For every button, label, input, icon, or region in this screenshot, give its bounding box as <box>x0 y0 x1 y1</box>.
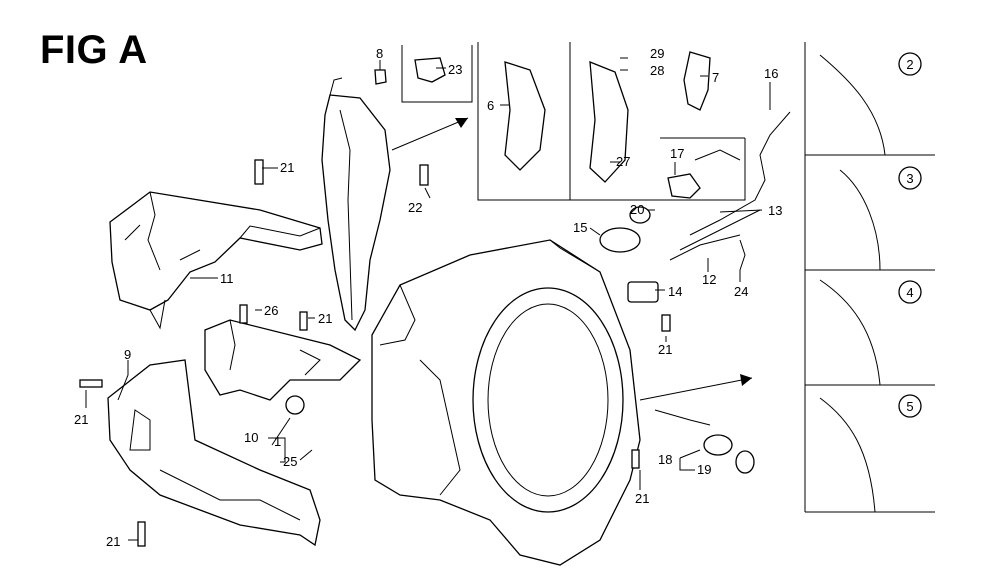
shroud-part <box>321 77 391 332</box>
part-label-15: 15 <box>573 220 587 235</box>
part-label-27: 27 <box>616 154 630 169</box>
part-label-16: 16 <box>764 66 778 81</box>
detail-label: 5 <box>906 399 913 414</box>
part-label-29: 29 <box>650 46 664 61</box>
part-label-17: 17 <box>670 146 684 161</box>
part-label-19: 19 <box>697 462 711 477</box>
part-label-12: 12 <box>702 272 716 287</box>
leader-arrows <box>391 117 753 401</box>
part-label-13: 13 <box>768 203 782 218</box>
part-label-9: 9 <box>124 347 131 362</box>
part-label-20: 20 <box>630 202 644 217</box>
part-label-6: 6 <box>487 98 494 113</box>
part-label-18: 18 <box>658 452 672 467</box>
part-label-10: 10 <box>244 430 258 445</box>
part-label-7: 7 <box>712 70 719 85</box>
part-label-21: 21 <box>635 491 649 506</box>
part-label-21: 21 <box>106 534 120 549</box>
leader-lines <box>85 57 771 541</box>
part-label-21: 21 <box>280 160 294 175</box>
figure-title: FIG A <box>40 28 148 72</box>
part-label-14: 14 <box>668 284 682 299</box>
detail-label: 2 <box>906 57 913 72</box>
part-label-22: 22 <box>408 200 422 215</box>
blower-housing-part <box>371 239 641 566</box>
detail-panels: 2 3 4 5 <box>804 42 935 513</box>
part-label-26: 26 <box>264 303 278 318</box>
part-label-11: 11 <box>220 271 234 286</box>
part-label-28: 28 <box>650 63 664 78</box>
part-label-23: 23 <box>448 62 462 77</box>
electrical-parts <box>599 111 791 474</box>
part-label-8: 8 <box>376 46 383 61</box>
part-label-25: 25 <box>283 454 297 469</box>
part-label-1: 1 <box>274 434 281 449</box>
detail-label: 4 <box>906 285 913 300</box>
part-label-21: 21 <box>74 412 88 427</box>
part-label-21: 21 <box>318 311 332 326</box>
fan-cover-part <box>109 191 323 330</box>
inner-shroud-part <box>204 319 362 415</box>
lower-cover-part <box>107 359 321 547</box>
part-label-21: 21 <box>658 342 672 357</box>
part-labels: 21 11 22 8 23 6 27 29 28 7 16 17 20 15 1… <box>74 46 782 549</box>
bolt-parts <box>79 159 671 547</box>
part-label-24: 24 <box>734 284 748 299</box>
part-box-top <box>401 42 746 201</box>
detail-label: 3 <box>906 171 913 186</box>
